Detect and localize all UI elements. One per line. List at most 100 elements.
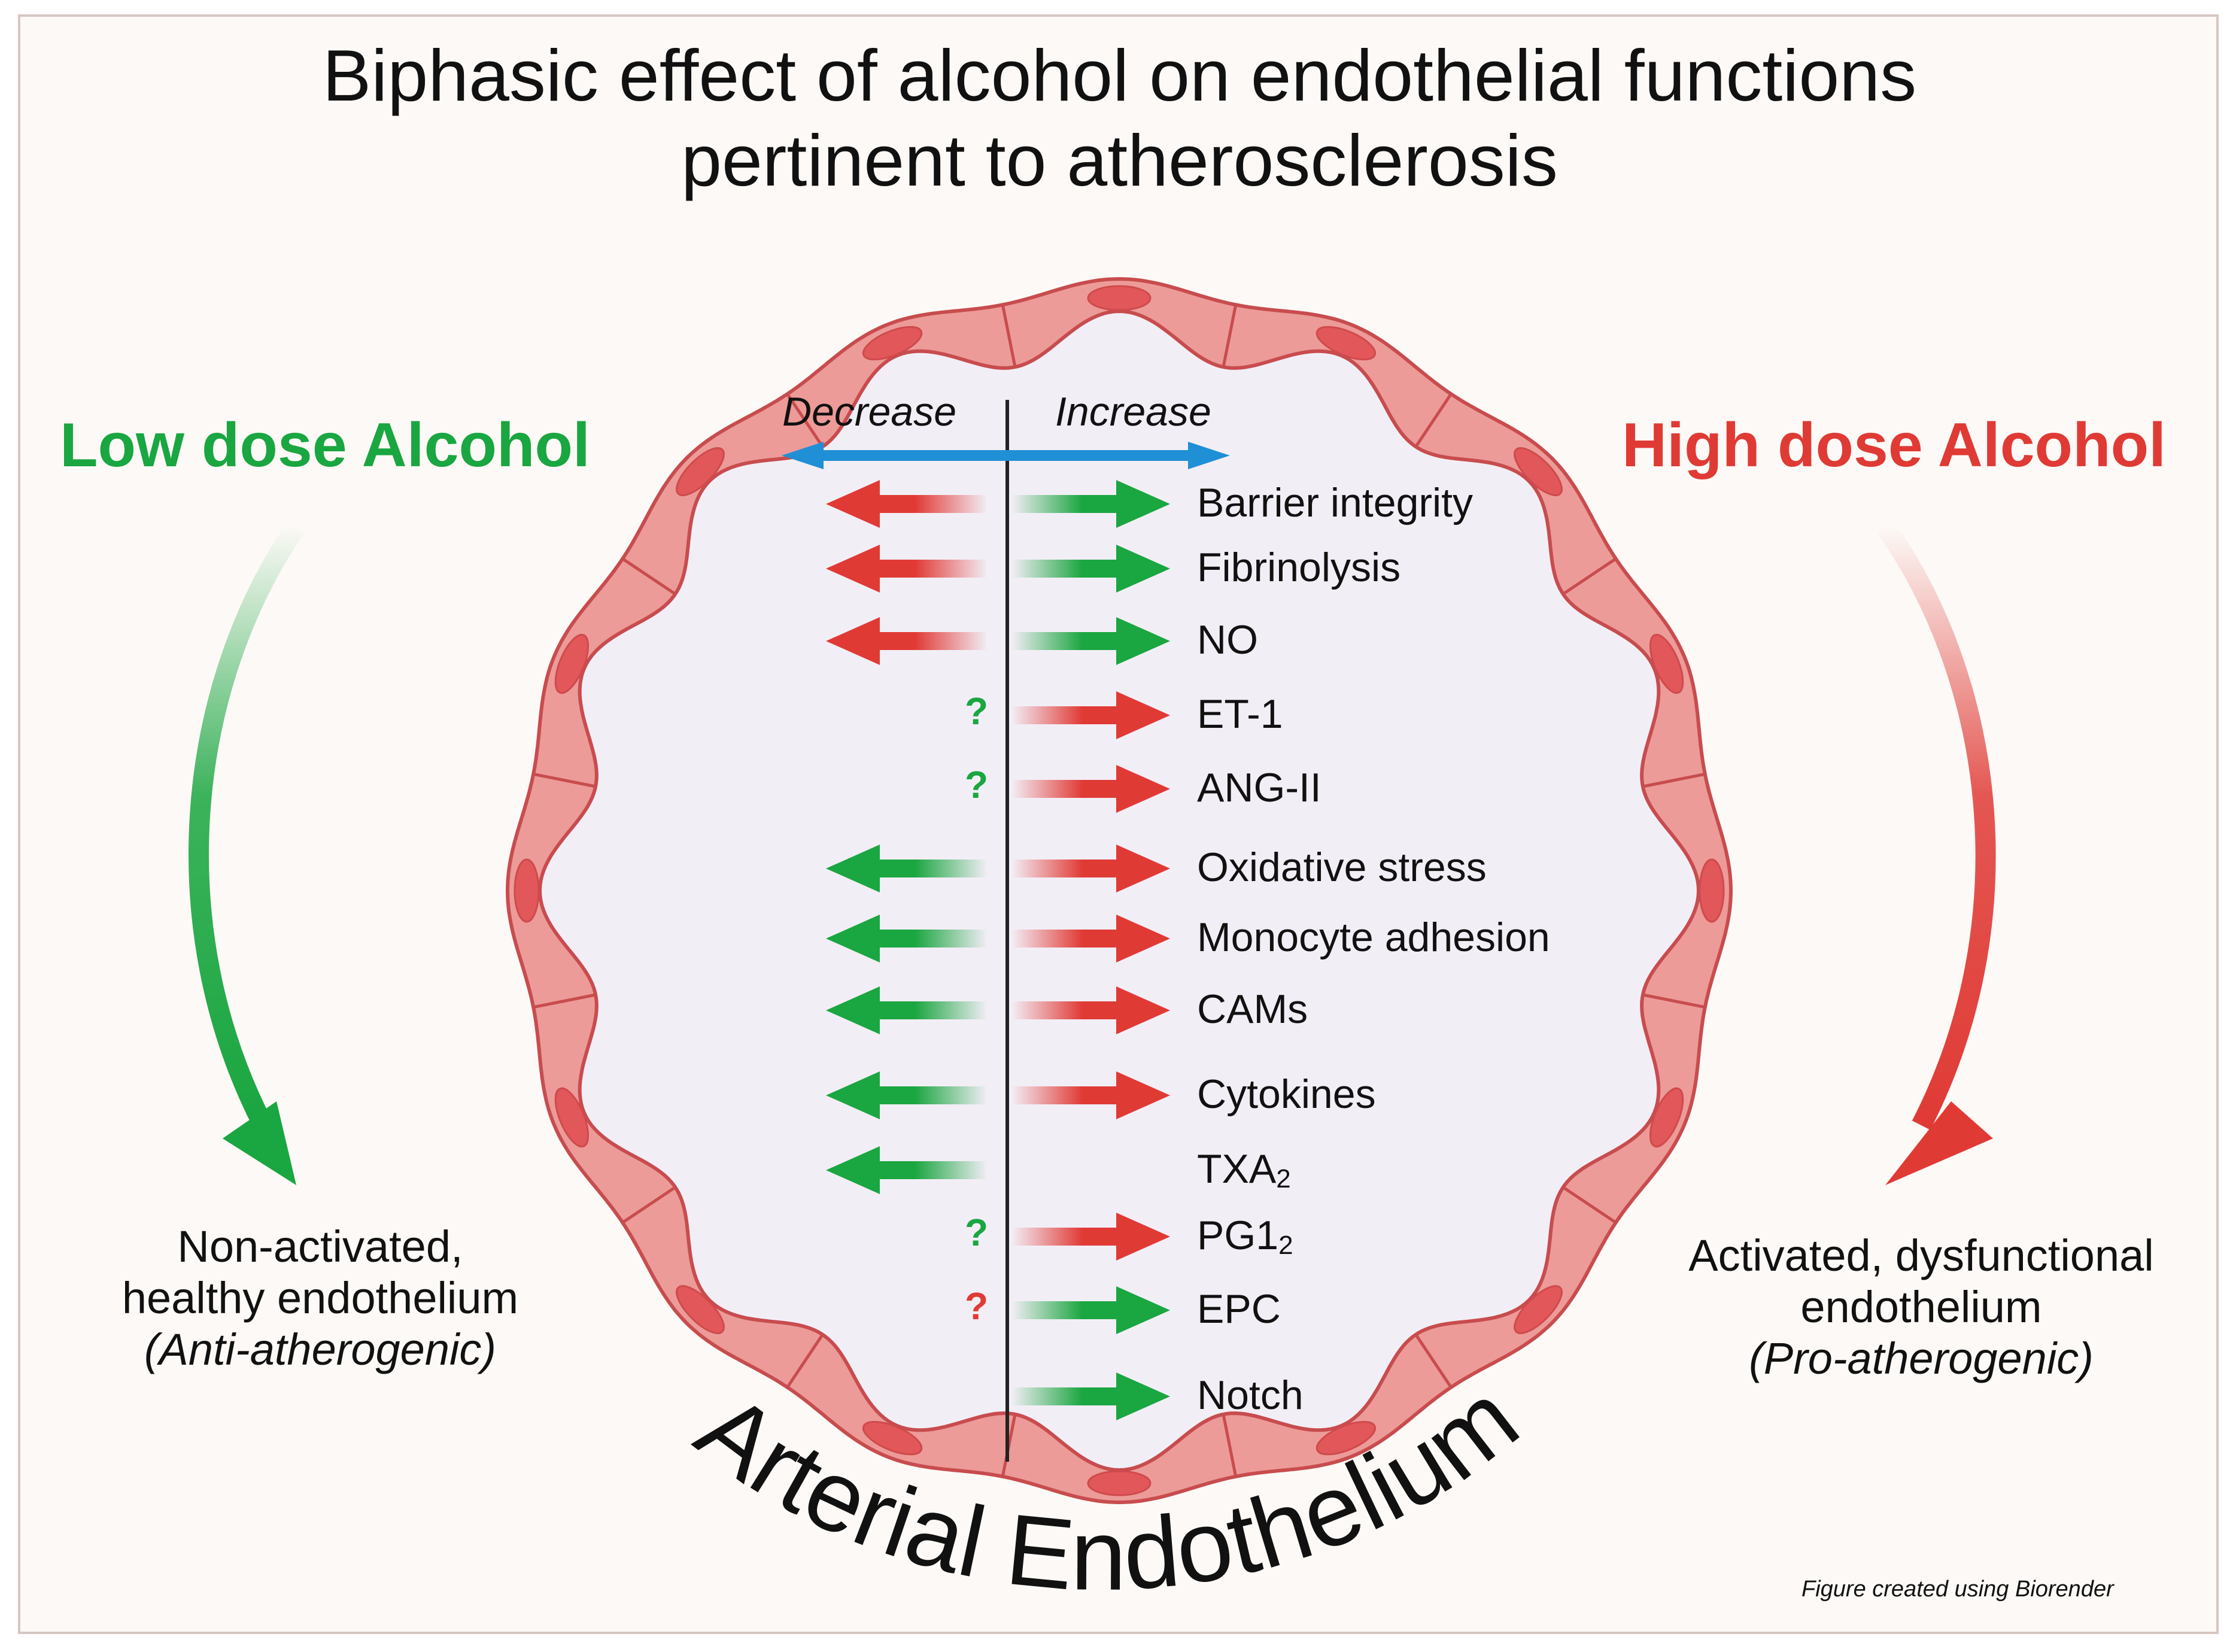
increase-arrow <box>1011 1286 1170 1334</box>
row-arrows <box>826 480 1170 1420</box>
row-label-text: PG1 <box>1197 1213 1279 1258</box>
increase-arrow <box>1011 617 1170 665</box>
decrease-arrow <box>826 617 988 665</box>
increase-arrow <box>1011 1213 1170 1261</box>
cell-nucleus <box>1514 1285 1563 1334</box>
cell-junction <box>1222 1414 1238 1477</box>
row-label: ET-1 <box>1197 690 1283 738</box>
side-arrows <box>189 521 1996 1185</box>
cell-nuclei <box>514 285 1725 1496</box>
uncertain-question-mark: ? <box>965 763 989 806</box>
row-label: PG12 <box>1197 1211 1293 1270</box>
row-label-text: Oxidative stress <box>1197 845 1487 890</box>
cell-junction <box>1562 1186 1617 1224</box>
low-caption-line-3: (Anti-atherogenic) <box>144 1325 497 1374</box>
cell-junction <box>621 557 676 596</box>
increase-header: Increase <box>1055 389 1211 435</box>
row-label: Monocyte adhesion <box>1197 913 1550 961</box>
row-label: Fibrinolysis <box>1197 543 1400 591</box>
cell-junction <box>1001 304 1017 368</box>
row-label-text: Cytokines <box>1197 1071 1376 1117</box>
row-label-text: Monocyte adhesion <box>1197 915 1550 960</box>
uncertain-question-mark: ? <box>965 690 989 733</box>
cell-junction <box>786 1334 824 1389</box>
decrease-arrow <box>826 1071 988 1119</box>
increase-arrow <box>1011 845 1170 892</box>
increase-arrow <box>1011 545 1170 593</box>
cell-nucleus <box>862 326 923 361</box>
cell-nucleus <box>1649 1087 1684 1148</box>
row-label-text: CAMs <box>1197 986 1308 1032</box>
decrease-arrow <box>826 845 988 892</box>
row-label: EPC <box>1197 1285 1281 1333</box>
cell-junction <box>621 1186 676 1224</box>
low-dose-caption: Non-activated, healthy endothelium (Anti… <box>51 1221 590 1375</box>
cell-junction <box>1222 304 1238 368</box>
high-dose-curved-arrow-shaft <box>1877 521 1996 1130</box>
row-label: NO <box>1197 616 1258 664</box>
row-label-text: EPC <box>1197 1286 1281 1332</box>
figure-title: Biphasic effect of alcohol on endothelia… <box>0 33 2239 203</box>
title-line-2: pertinent to atherosclerosis <box>681 120 1558 201</box>
row-label-text: Notch <box>1197 1372 1304 1418</box>
cell-nucleus <box>554 633 590 694</box>
cell-nucleus <box>862 1420 923 1456</box>
cell-nucleus <box>1087 285 1152 311</box>
increase-arrow <box>1011 691 1170 739</box>
increase-arrow <box>1011 986 1170 1034</box>
high-dose-arrowhead <box>1885 1101 1993 1185</box>
low-dose-curved-arrow-shaft <box>189 521 305 1130</box>
cell-junctions <box>533 304 1706 1477</box>
increase-arrow <box>1011 480 1170 528</box>
cell-nucleus <box>676 447 725 496</box>
row-label-subscript: 2 <box>1278 1231 1293 1260</box>
low-caption-line-1: Non-activated, <box>177 1222 463 1271</box>
row-label-text: NO <box>1197 617 1258 663</box>
decrease-arrow <box>826 915 988 962</box>
cell-junction <box>533 772 596 788</box>
row-label: Notch <box>1197 1371 1304 1419</box>
increase-arrow <box>1011 765 1170 813</box>
cell-junction <box>786 393 824 448</box>
cell-nucleus <box>1649 633 1684 694</box>
high-dose-label: High dose Alcohol <box>1622 411 2167 480</box>
decrease-arrow <box>826 1146 988 1194</box>
row-label-text: TXA <box>1197 1146 1277 1192</box>
row-label: Oxidative stress <box>1197 843 1487 891</box>
cell-nucleus <box>676 1285 725 1334</box>
row-label-text: Fibrinolysis <box>1197 545 1401 590</box>
high-caption-line-1: Activated, dysfunctional <box>1688 1231 2154 1280</box>
row-label: ANG-II <box>1197 764 1321 812</box>
cell-junction <box>1414 1334 1453 1389</box>
cell-junction <box>1414 393 1453 448</box>
row-label: Cytokines <box>1197 1070 1376 1118</box>
decrease-header: Decrease <box>782 389 957 435</box>
cell-nucleus <box>514 858 540 923</box>
title-line-1: Biphasic effect of alcohol on endothelia… <box>322 35 1917 116</box>
increase-arrow <box>1011 1372 1170 1420</box>
uncertain-question-mark: ? <box>965 1211 989 1254</box>
row-label-text: Barrier integrity <box>1197 480 1474 526</box>
low-dose-arrowhead <box>223 1101 296 1185</box>
low-dose-label: Low dose Alcohol <box>60 411 590 480</box>
increase-arrow <box>1011 1071 1170 1119</box>
row-label-text: ANG-II <box>1197 765 1321 810</box>
cell-nucleus <box>1087 1470 1152 1496</box>
high-dose-caption: Activated, dysfunctional endothelium (Pr… <box>1652 1230 2191 1384</box>
row-label-text: ET-1 <box>1197 691 1283 737</box>
decrease-arrow <box>826 986 988 1034</box>
high-caption-line-3: (Pro-atherogenic) <box>1749 1334 2094 1383</box>
uncertain-question-mark: ? <box>965 1284 989 1328</box>
row-label: CAMs <box>1197 985 1308 1033</box>
row-label-subscript: 2 <box>1276 1164 1291 1194</box>
high-caption-line-2: endothelium <box>1800 1282 2042 1332</box>
increase-arrow <box>1011 915 1170 962</box>
cell-nucleus <box>1316 1420 1377 1456</box>
cell-nucleus <box>1514 447 1563 496</box>
cell-junction <box>1642 772 1706 788</box>
decrease-arrow <box>826 545 988 593</box>
cell-junction <box>533 993 596 1009</box>
decrease-increase-axis-arrow <box>782 442 1230 469</box>
cell-junction <box>1562 557 1617 596</box>
